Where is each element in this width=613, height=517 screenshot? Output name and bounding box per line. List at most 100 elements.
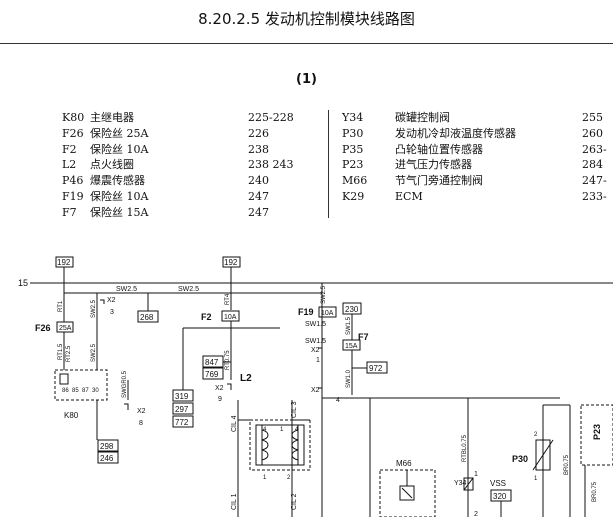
svg-text:85: 85 xyxy=(72,388,79,394)
svg-text:1: 1 xyxy=(316,357,320,364)
svg-text:3: 3 xyxy=(110,309,114,316)
legend-ref: 240 xyxy=(248,174,269,188)
legend-ref: 255 xyxy=(582,111,603,124)
svg-text:RT2.5: RT2.5 xyxy=(66,345,72,362)
svg-text:4: 4 xyxy=(336,397,340,404)
legend-name: 点火线圈 xyxy=(90,158,134,172)
sensor-p23 xyxy=(580,404,613,466)
legend-ref: 247 xyxy=(248,190,269,203)
legend-name: 节气门旁通控制阀 xyxy=(395,174,483,188)
legend-code: F7 xyxy=(62,205,77,219)
ref-192-mid: 192 xyxy=(224,258,238,267)
svg-text:RT1.5: RT1.5 xyxy=(58,343,64,360)
svg-text:2: 2 xyxy=(474,511,478,517)
vss-label: VSS xyxy=(490,479,506,488)
svg-text:RT0.75: RT0.75 xyxy=(225,350,231,370)
fuse-f26 xyxy=(56,321,74,333)
svg-text:SW2.5: SW2.5 xyxy=(116,286,137,293)
svg-text:87: 87 xyxy=(82,388,89,394)
svg-text:CIL 3: CIL 3 xyxy=(291,401,298,418)
fuse-f2-label: F2 xyxy=(201,312,212,322)
valve-y34-label: Y34 xyxy=(454,480,467,487)
svg-text:320: 320 xyxy=(493,492,507,501)
legend-name: 凸轮轴位置传感器 xyxy=(395,142,483,156)
legend-code: F19 xyxy=(62,190,84,203)
svg-text:CIL 4: CIL 4 xyxy=(231,415,238,432)
page-title: 8.20.2.5 发动机控制模块线路图 xyxy=(198,10,415,28)
svg-text:230: 230 xyxy=(345,305,359,314)
svg-text:SW1.5: SW1.5 xyxy=(305,338,326,345)
sensor-p30-label: P30 xyxy=(512,454,528,464)
legend-ref: 238 243 xyxy=(248,158,294,172)
svg-text:319: 319 xyxy=(175,392,189,401)
legend-code: P35 xyxy=(342,142,364,156)
svg-text:25A: 25A xyxy=(59,325,72,332)
svg-text:CIL 1: CIL 1 xyxy=(231,493,238,510)
legend-name: 保险丝 15A xyxy=(90,205,149,219)
legend-code: L2 xyxy=(62,158,77,172)
svg-text:2: 2 xyxy=(534,432,538,438)
svg-text:10A: 10A xyxy=(321,310,334,317)
svg-text:SW2.5: SW2.5 xyxy=(91,299,97,318)
svg-text:1: 1 xyxy=(280,427,284,433)
svg-text:297: 297 xyxy=(175,405,189,414)
legend-ref: 284 xyxy=(582,158,603,172)
svg-text:1: 1 xyxy=(474,471,478,478)
legend-code: K29 xyxy=(342,190,365,203)
svg-text:10A: 10A xyxy=(224,314,237,321)
legend-name: 发动机冷却液温度传感器 xyxy=(395,126,516,140)
svg-text:298: 298 xyxy=(100,442,114,451)
coil-l2-label: L2 xyxy=(240,373,252,384)
svg-text:972: 972 xyxy=(369,364,383,373)
svg-text:BR0.75: BR0.75 xyxy=(592,481,598,502)
bus-label: 15 xyxy=(18,278,28,288)
svg-text:9: 9 xyxy=(218,396,222,403)
ref-192-left: 192 xyxy=(57,258,71,267)
svg-text:SWGR0.5: SWGR0.5 xyxy=(122,370,128,398)
legend-ref: 247 xyxy=(248,205,269,219)
valve-m66-label: M66 xyxy=(396,459,412,468)
sensor-p30 xyxy=(535,439,551,471)
fuse-f19-label: F19 xyxy=(298,307,314,317)
legend-ref: 263- xyxy=(582,142,607,156)
legend-code: P46 xyxy=(62,174,84,188)
svg-text:RTBL0.75: RTBL0.75 xyxy=(462,434,468,462)
svg-text:CIL 2: CIL 2 xyxy=(291,493,298,510)
coil-l2 xyxy=(249,419,311,471)
svg-text:15A: 15A xyxy=(345,343,358,350)
svg-text:8: 8 xyxy=(139,420,143,427)
fuse-f19 xyxy=(318,306,337,318)
ref-box-268 xyxy=(137,310,159,323)
legend-code: K80 xyxy=(62,111,85,124)
legend-code: F2 xyxy=(62,142,77,156)
svg-text:SW2.5: SW2.5 xyxy=(91,343,97,362)
svg-text:SW2.5: SW2.5 xyxy=(178,286,199,293)
legend-name: 碳罐控制阀 xyxy=(395,111,450,124)
legend-name: ECM xyxy=(395,190,423,203)
legend-divider xyxy=(328,110,329,218)
svg-text:4: 4 xyxy=(263,427,267,433)
svg-text:4: 4 xyxy=(295,427,299,433)
legend-name: 保险丝 25A xyxy=(90,126,149,140)
title-rule xyxy=(0,43,613,44)
svg-text:BR0.75: BR0.75 xyxy=(564,454,570,475)
svg-text:X2: X2 xyxy=(311,347,320,354)
fuse-f26-label: F26 xyxy=(35,323,51,333)
legend-ref: 225-228 xyxy=(248,111,294,124)
svg-text:RT4: RT4 xyxy=(225,293,231,305)
svg-text:1: 1 xyxy=(534,476,538,482)
legend-code: Y34 xyxy=(342,111,364,124)
legend-code: P23 xyxy=(342,158,364,172)
legend-name: 主继电器 xyxy=(90,111,134,124)
relay-k80-label: K80 xyxy=(64,411,79,420)
legend-name: 保险丝 10A xyxy=(90,190,149,203)
svg-text:SW2.5: SW2.5 xyxy=(321,285,327,304)
legend-name: 进气压力传感器 xyxy=(395,158,472,172)
svg-text:X2: X2 xyxy=(311,387,320,394)
svg-text:1: 1 xyxy=(263,475,267,481)
legend-code: F26 xyxy=(62,126,84,140)
legend-ref: 260 xyxy=(582,126,603,140)
svg-text:SW1.5: SW1.5 xyxy=(346,316,352,335)
svg-text:86: 86 xyxy=(62,388,69,394)
